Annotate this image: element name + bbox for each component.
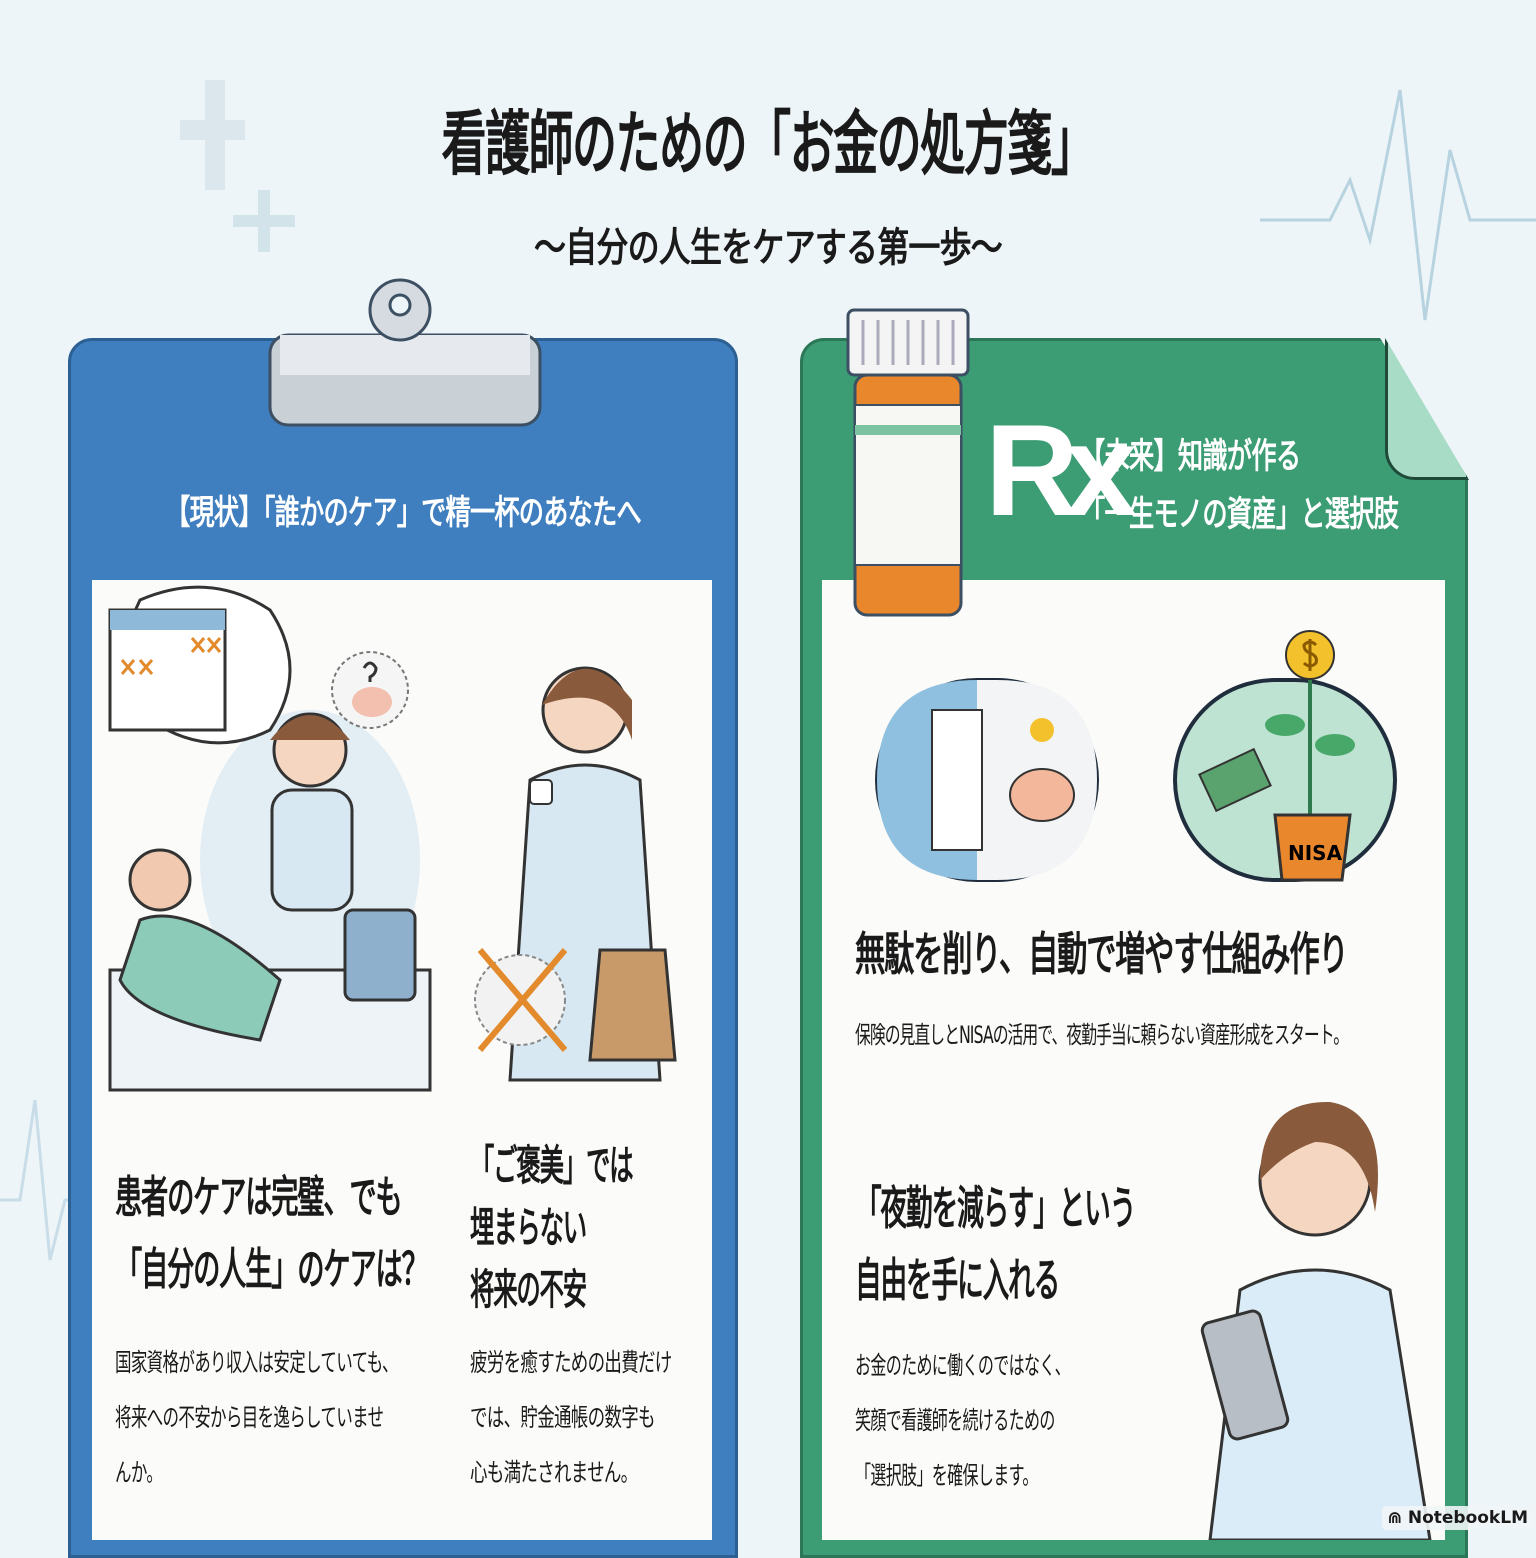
page-title: 看護師のための「お金の処方箋」	[441, 103, 1096, 185]
body-line: 国家資格があり収入は安定していても、	[115, 1348, 398, 1377]
heading-line: 「自分の人生」のケアは？	[115, 1244, 429, 1295]
nisa-plant-capsule-icon: NISA	[1173, 630, 1397, 882]
future-heading-2: 「夜勤を減らす」という 自由を手に入れる	[855, 1172, 1136, 1316]
heading-line: 自由を手に入れる	[855, 1253, 1060, 1307]
heading-line: 将来の不安	[470, 1265, 587, 1314]
smiling-nurse-with-tablet-illustration	[1200, 1101, 1432, 1540]
future-body-2: お金のために働くのではなく、 笑顔で看護師を続けるための 「選択肢」を確保します…	[855, 1338, 1071, 1503]
header-line: 「一生モノの資産」と選択肢	[1080, 495, 1399, 535]
body-line: んか。	[115, 1458, 163, 1487]
header-line: 【未来】知識が作る	[1080, 437, 1301, 477]
body-line: 笑顔で看護師を続けるための	[855, 1406, 1055, 1435]
page-subtitle: 〜自分の人生をケアする第一歩〜	[534, 225, 1003, 271]
heading-line: 「ご褒美」では	[470, 1141, 634, 1190]
body-line: お金のために働くのではなく、	[855, 1351, 1071, 1380]
body-line: 将来への不安から目を逸らしていませ	[115, 1403, 384, 1432]
future-header: 【未来】知識が作る 「一生モノの資産」と選択肢	[1080, 428, 1399, 544]
current-state-body-2: 疲労を癒すための出費だけ では、貯金通帳の数字も 心も満たされません。	[470, 1335, 672, 1500]
heading-line: 「夜勤を減らす」という	[855, 1181, 1136, 1235]
body-line: 心も満たされません。	[470, 1458, 638, 1487]
nurse-with-coffee-illustration	[474, 666, 677, 1082]
rx-symbol: Rx	[985, 397, 1137, 543]
clipboard-clip-icon	[268, 278, 542, 427]
future-body-1: 保険の見直しとNISAの活用で、夜勤手当に頼らない資産形成をスタート。	[855, 1021, 1349, 1049]
receipt-piggy-capsule-icon	[875, 678, 1099, 882]
current-state-header: 【現状】「誰かのケア」で精一杯のあなたへ	[165, 493, 642, 533]
notebooklm-watermark: ⋒ NotebookLM	[1381, 1506, 1534, 1530]
tired-nurse-illustration	[108, 585, 432, 1092]
piggy-bank-icon	[1009, 768, 1075, 822]
current-state-body-1: 国家資格があり収入は安定していても、 将来への不安から目を逸らしていませ んか。	[115, 1335, 398, 1500]
body-line: 疲労を癒すための出費だけ	[470, 1348, 672, 1377]
shopping-bag-icon	[588, 948, 677, 1062]
heading-line: 埋まらない	[470, 1203, 587, 1252]
body-line: 「選択肢」を確保します。	[855, 1461, 1038, 1490]
pill-bottle-icon	[846, 308, 970, 617]
nisa-label: NISA	[1288, 841, 1343, 865]
coffee-cup-icon	[529, 779, 553, 805]
piggy-bank-icon	[352, 687, 392, 717]
current-state-heading-1: 患者のケアは完璧、でも 「自分の人生」のケアは？	[115, 1162, 429, 1306]
watermark-text: NotebookLM	[1407, 1508, 1528, 1528]
current-state-heading-2: 「ご褒美」では 埋まらない 将来の不安	[470, 1135, 634, 1321]
tablet-icon	[1200, 1309, 1290, 1441]
receipt-icon	[931, 709, 983, 851]
heading-line: 患者のケアは完璧、でも	[115, 1172, 403, 1223]
future-heading-1: 無駄を削り、自動で増やす仕組み作り	[855, 927, 1349, 981]
body-line: では、貯金通帳の数字も	[470, 1403, 656, 1432]
